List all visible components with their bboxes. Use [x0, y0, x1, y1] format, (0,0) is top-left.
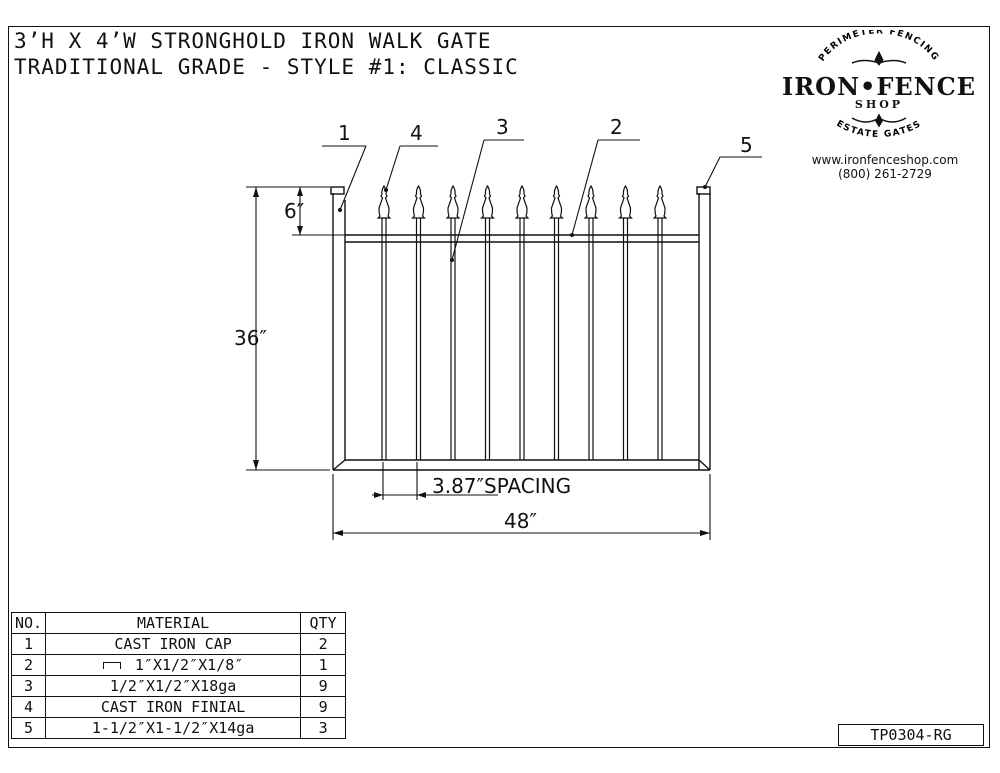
leader-5 [339, 145, 367, 211]
scroll-ornament-icon [851, 113, 907, 128]
bom-qty: 2 [300, 633, 347, 655]
title-line-2: TRADITIONAL GRADE - STYLE #1: CLASSIC [14, 55, 519, 79]
finial-icon [445, 184, 461, 219]
bom-qty: 9 [300, 675, 347, 697]
drawing-code: TP0304-RG [838, 724, 984, 746]
bom-qty: 3 [300, 717, 347, 739]
logo-subtext: SHOP [854, 98, 904, 111]
table-row: 4 CAST IRON FINIAL 9 [10, 696, 347, 718]
bom-no: 4 [10, 696, 47, 718]
logo-arcs: PERIMETER FENCING ESTATE GATES [817, 26, 939, 140]
bom-no: 2 [10, 654, 47, 676]
left-cap [330, 186, 345, 195]
leader-2 [571, 139, 599, 236]
table-row: 3 1/2″X1/2″X18ga 9 [10, 675, 347, 697]
picket [445, 184, 461, 460]
picket [376, 184, 392, 460]
finial-icon [583, 184, 599, 219]
bom-material: CAST IRON CAP [45, 633, 302, 655]
company-logo: PERIMETER FENCING ESTATE GATES IRON•FENC… [772, 26, 986, 150]
pickets [376, 184, 668, 460]
website-text: www.ironfenceshop.com [811, 153, 959, 167]
picket [514, 184, 530, 460]
finial-icon [514, 184, 530, 219]
fleur-ornament-icon [851, 50, 907, 66]
finial-icon [549, 184, 564, 219]
leader-4 [385, 145, 401, 191]
picket [618, 184, 633, 460]
dim-arrows [253, 187, 710, 536]
picket [549, 184, 564, 460]
finial-icon [376, 184, 392, 219]
picket [411, 184, 426, 460]
table-row: 2 1″X1/2″X1/8″ 1 [10, 654, 347, 676]
table-row: 1 CAST IRON CAP 2 [10, 633, 347, 655]
bom-header-material: MATERIAL [45, 612, 302, 634]
dim-finial-label: 6″ [284, 199, 304, 223]
bom-material: CAST IRON FINIAL [45, 696, 302, 718]
bom-qty: 9 [300, 696, 347, 718]
dim-spacing-label: 3.87″SPACING [432, 474, 571, 498]
bom-material: 1-1/2″X1-1/2″X14ga [45, 717, 302, 739]
bom-qty: 1 [300, 654, 347, 676]
callout-2: 2 [610, 115, 623, 139]
picket [583, 184, 599, 460]
finial-icon [618, 184, 633, 219]
picket [652, 184, 668, 460]
bill-of-materials: NO. MATERIAL QTY 1 CAST IRON CAP 2 2 1″X… [10, 612, 347, 739]
channel-icon [102, 662, 121, 669]
picket [480, 184, 495, 460]
finial-icon [652, 184, 668, 219]
bom-header-qty: QTY [300, 612, 347, 634]
bom-no: 1 [10, 633, 47, 655]
callout-3: 3 [496, 115, 509, 139]
finial-icon [480, 184, 495, 219]
table-row: 5 1-1/2″X1-1/2″X14ga 3 [10, 717, 347, 739]
leader-dots [338, 185, 707, 262]
dim-height-label: 36″ [234, 326, 267, 350]
bom-header-no: NO. [10, 612, 47, 634]
bom-material: 1/2″X1/2″X18ga [45, 675, 302, 697]
bom-material-cell: 1″X1/2″X1/8″ [45, 654, 302, 676]
finial-icon [411, 184, 426, 219]
bom-material: 1″X1/2″X1/8″ [134, 656, 244, 674]
bom-no: 5 [10, 717, 47, 739]
logo-wordmark: IRON•FENCE [781, 72, 977, 101]
leader-1 [704, 156, 721, 188]
phone-text: (800) 261-2729 [838, 167, 932, 181]
bottom-right-corner [698, 459, 711, 471]
callout-4: 4 [410, 121, 423, 145]
title-line-1: 3’H X 4’W STRONGHOLD IRON WALK GATE [14, 29, 492, 53]
callout-1: 5 [740, 133, 753, 157]
bom-no: 3 [10, 675, 47, 697]
bottom-left-corner [332, 459, 346, 471]
leader-3 [451, 139, 485, 261]
bom-header: NO. MATERIAL QTY [10, 612, 347, 634]
dim-width-label: 48″ [504, 509, 537, 533]
drawing-border [8, 26, 990, 748]
callout-5: 1 [338, 121, 351, 145]
